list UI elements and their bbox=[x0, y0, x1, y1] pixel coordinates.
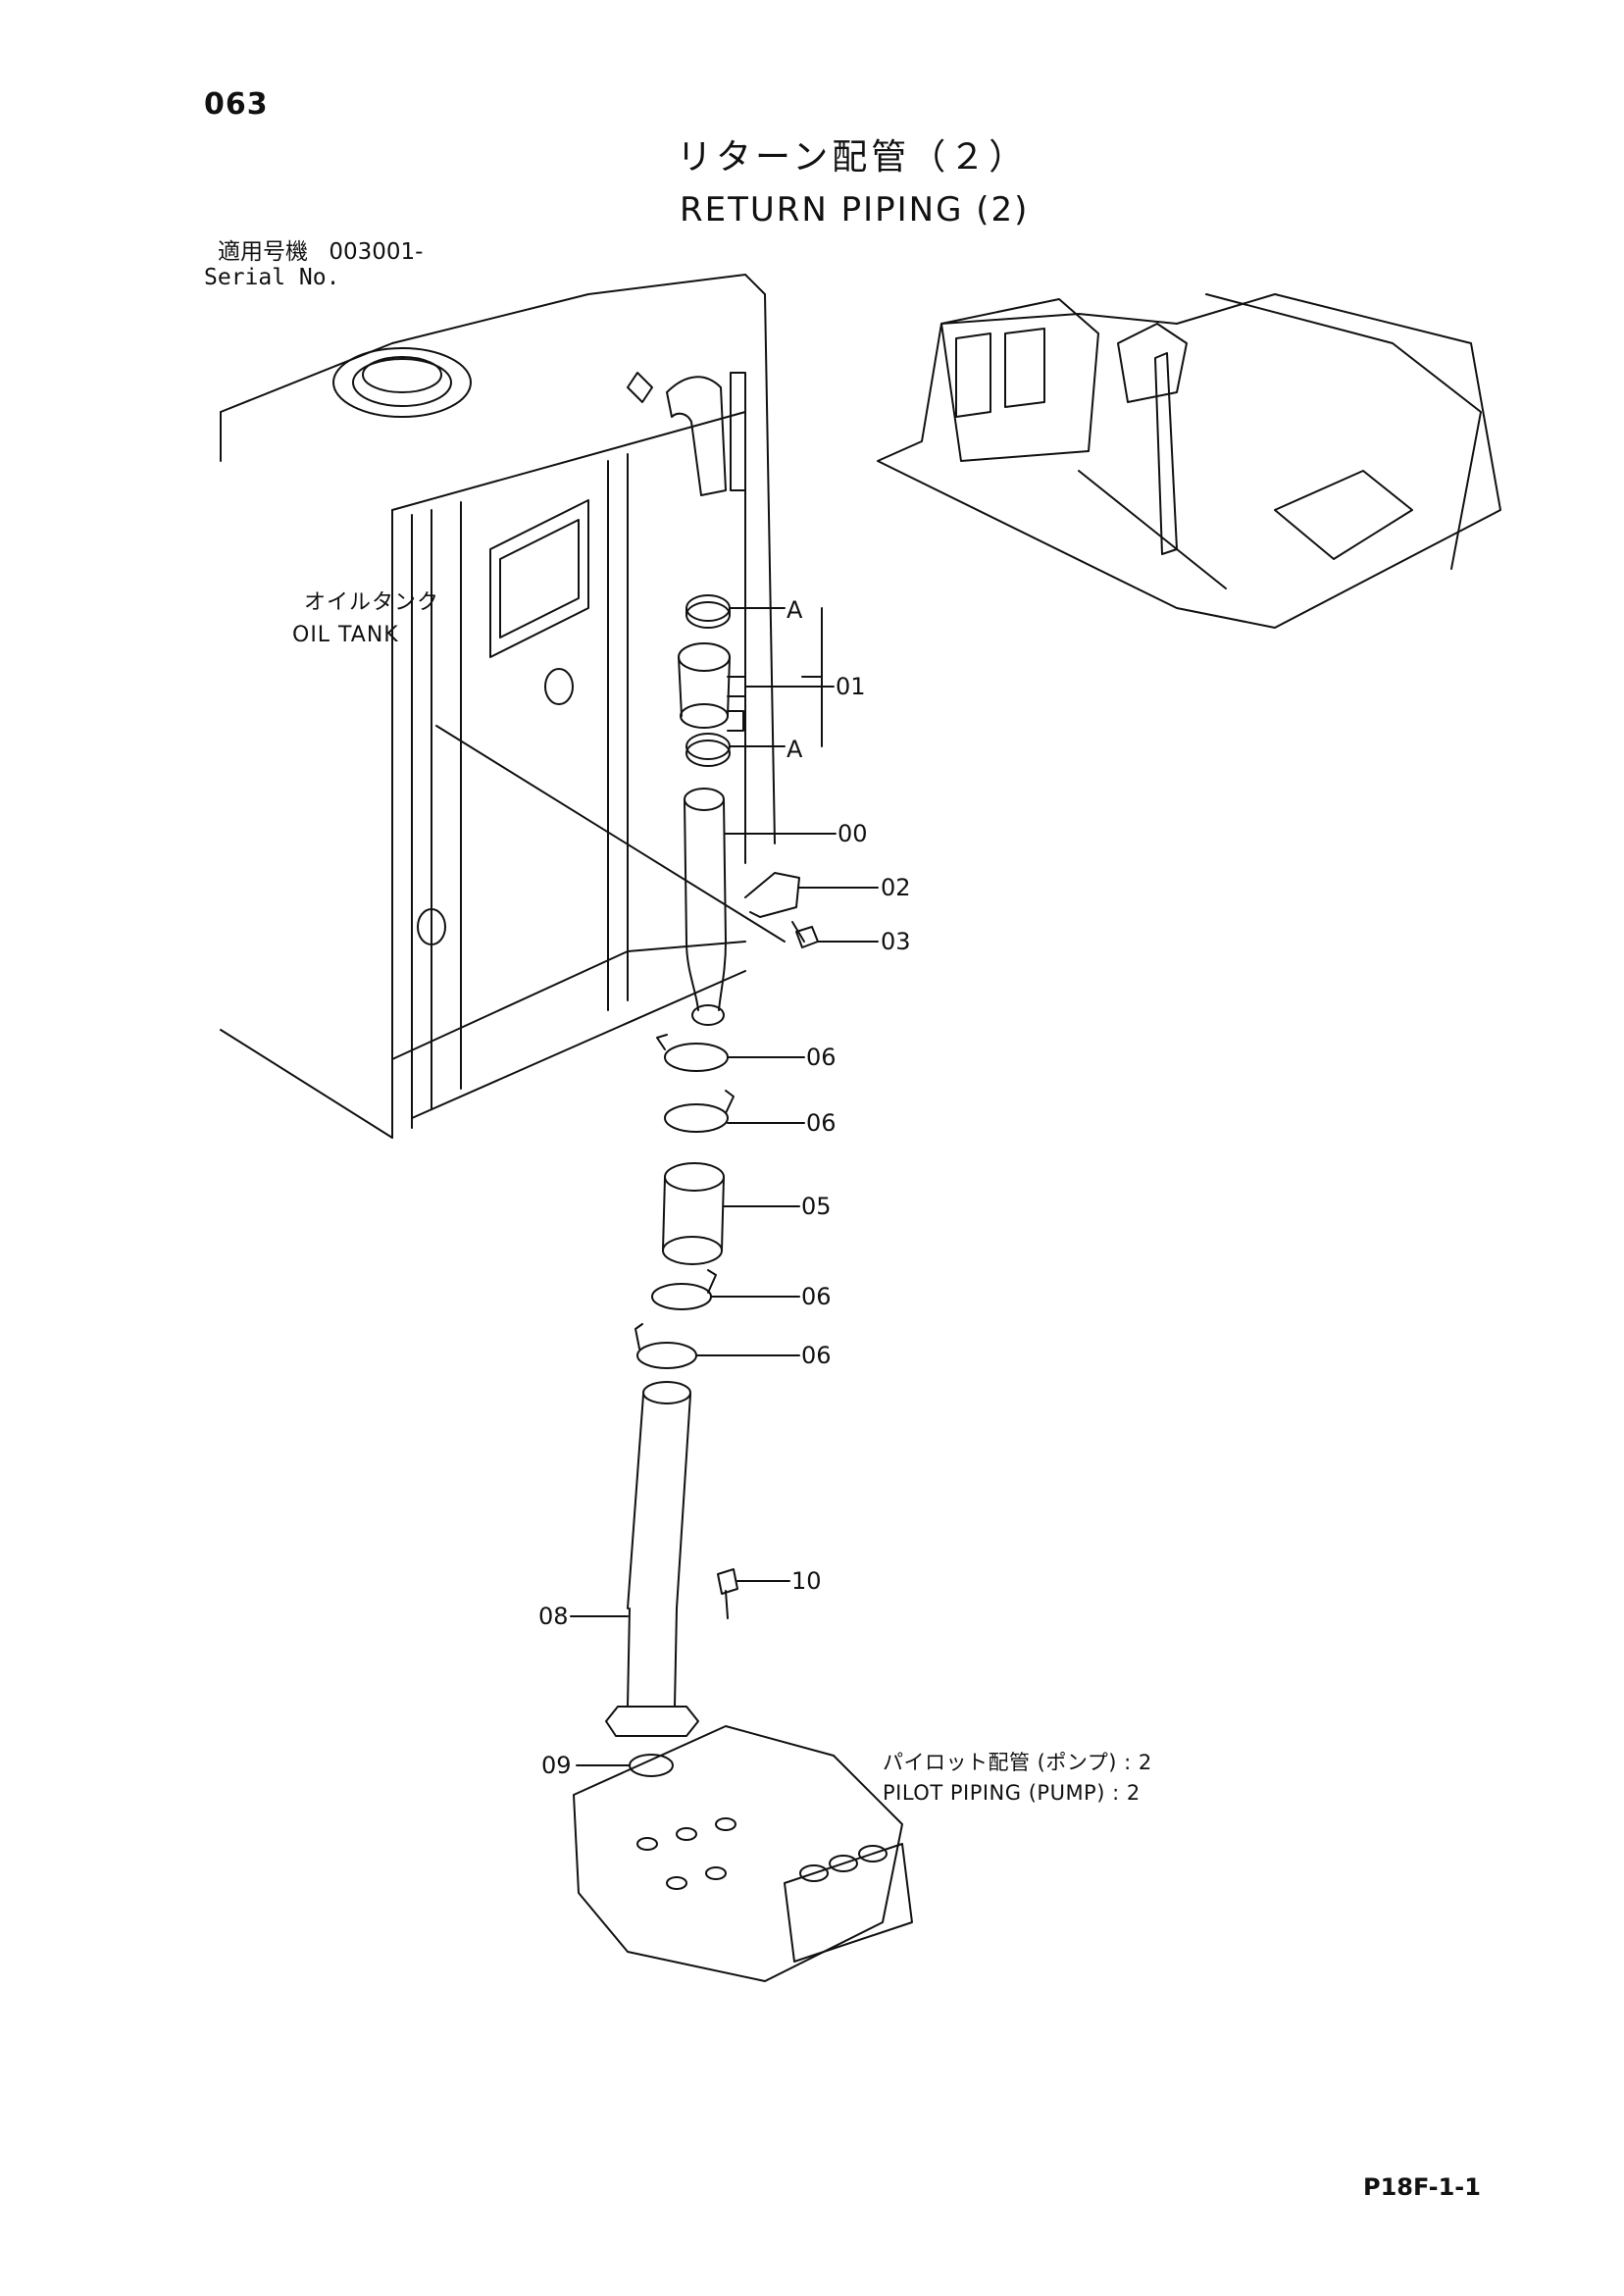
part-ref-08: 08 bbox=[538, 1603, 569, 1630]
part-ref-03: 03 bbox=[881, 928, 911, 955]
part-ref-10: 10 bbox=[791, 1567, 822, 1595]
oil-tank-label-jp: オイルタンク bbox=[304, 590, 440, 615]
serial-label-japanese: 適用号機 003001- bbox=[218, 241, 423, 264]
part-ref-06-c: 06 bbox=[801, 1283, 832, 1310]
page-number: 063 bbox=[204, 87, 269, 122]
title-japanese: リターン配管（２） bbox=[677, 137, 1029, 178]
part-ref-02: 02 bbox=[881, 874, 911, 901]
section-mark-top: A bbox=[787, 596, 803, 624]
part-ref-06-b: 06 bbox=[806, 1109, 837, 1137]
pilot-piping-label-en: PILOT PIPING (PUMP) : 2 bbox=[883, 1781, 1141, 1805]
serial-number: 003001- bbox=[329, 239, 424, 265]
oil-tank-drawing bbox=[220, 274, 776, 1139]
section-mark-bottom: A bbox=[787, 736, 803, 763]
part-ref-01: 01 bbox=[836, 673, 866, 700]
part-ref-05: 05 bbox=[801, 1193, 832, 1220]
part-ref-09: 09 bbox=[541, 1752, 572, 1779]
leader-lines bbox=[435, 607, 879, 1766]
oil-tank-label-en: OIL TANK bbox=[292, 623, 399, 647]
serial-label-jp: 適用号機 bbox=[218, 239, 308, 265]
piping-assembly-drawing bbox=[573, 594, 913, 1982]
part-ref-00: 00 bbox=[837, 820, 868, 847]
part-ref-06-d: 06 bbox=[801, 1342, 832, 1369]
part-ref-06-a: 06 bbox=[806, 1044, 837, 1071]
serial-label-english: Serial No. bbox=[204, 265, 340, 290]
title-english: RETURN PIPING (2) bbox=[680, 190, 1030, 230]
pilot-piping-label-jp: パイロット配管 (ポンプ) : 2 bbox=[883, 1751, 1152, 1774]
page-reference: P18F-1-1 bbox=[1363, 2173, 1481, 2201]
excavator-overview-drawing bbox=[877, 293, 1501, 629]
